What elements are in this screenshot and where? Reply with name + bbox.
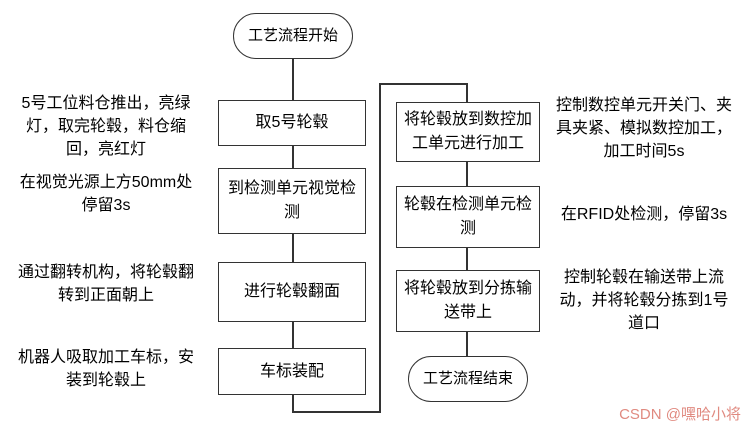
connector-top-elbow <box>379 83 468 85</box>
step-detection-unit: 轮毂在检测单元检 测 <box>396 186 540 248</box>
connector-step5-to-step6 <box>466 162 468 186</box>
end-terminal: 工艺流程结束 <box>408 356 528 402</box>
annotation-conveyor-sorting: 控制轮毂在输送带上流 动，并将轮毂分拣到1号 道口 <box>559 269 729 332</box>
connector-into-step5 <box>466 83 468 102</box>
step-wheel-flip: 进行轮毂翻面 <box>218 262 366 322</box>
step-take-no5-wheel: 取5号轮毂 <box>218 100 366 146</box>
step-sorting-conveyor: 将轮毂放到分拣输 送带上 <box>396 270 540 332</box>
annotation-flip-mechanism: 通过翻转机构，将轮毂翻 转到正面朝上 <box>17 264 194 304</box>
step-cnc-machining: 将轮毂放到数控加 工单元进行加工 <box>396 102 540 162</box>
connector-step3-to-step4 <box>292 322 294 348</box>
annotation-rfid: 在RFID处检测，停留3s <box>560 206 728 223</box>
connector-start-to-step1 <box>292 58 294 100</box>
annotation-magazine: 5号工位料仓推出，亮绿 灯，取完轮毂，料仓缩 回，亮红灯 <box>21 95 191 158</box>
watermark: CSDN @嘿哈小将 <box>619 406 741 423</box>
step-logo-assembly: 车标装配 <box>218 348 366 395</box>
start-terminal: 工艺流程开始 <box>233 13 353 59</box>
annotation-vision-dwell: 在视觉光源上方50mm处 停留3s <box>19 174 193 214</box>
annotation-robot-logo: 机器人吸取加工车标，安 装到轮毂上 <box>17 349 194 389</box>
connector-step4-down <box>292 395 294 413</box>
step-visual-inspection: 到检测单元视觉检 测 <box>218 168 366 234</box>
connector-step7-to-end <box>466 332 468 356</box>
connector-column-riser <box>379 83 381 413</box>
connector-step6-to-step7 <box>466 248 468 270</box>
connector-step1-to-step2 <box>292 146 294 168</box>
annotation-cnc-control: 控制数控单元开关门、夹 具夹紧、模拟数控加工， 加工时间5s <box>555 97 732 160</box>
connector-step2-to-step3 <box>292 234 294 262</box>
connector-bottom-elbow <box>292 411 381 413</box>
